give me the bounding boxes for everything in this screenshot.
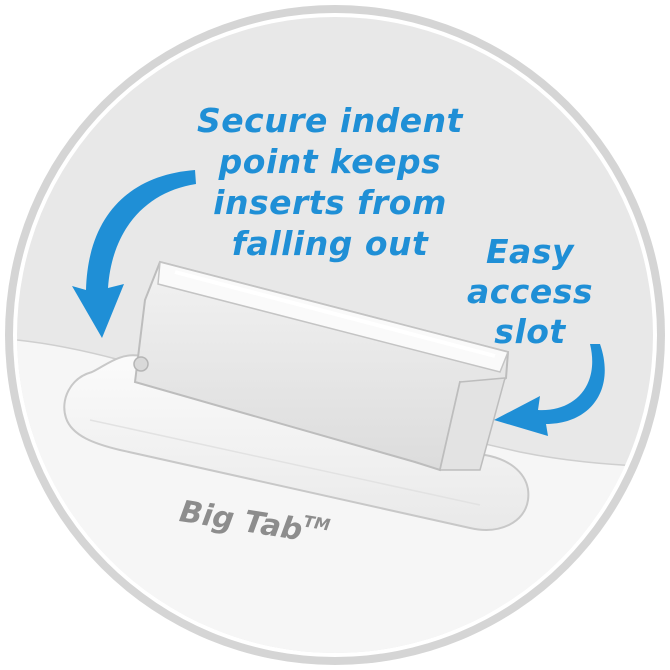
access-slot-callout: Easy access slot <box>455 232 605 352</box>
callout-line: access <box>466 272 594 311</box>
callout-line: falling out <box>231 224 429 263</box>
callout-line: point keeps <box>218 142 442 181</box>
callout-line: inserts from <box>213 183 447 222</box>
callout-line: slot <box>494 312 566 351</box>
indent-point <box>133 356 149 372</box>
callout-line: Secure indent <box>197 101 463 140</box>
right-arrow-icon <box>494 344 605 436</box>
access-slot <box>439 377 507 471</box>
callout-line: Easy <box>486 232 574 271</box>
left-arrow-icon <box>72 170 196 338</box>
indent-point-callout: Secure indent point keeps inserts from f… <box>180 100 480 264</box>
trademark-mark: TM <box>302 511 332 535</box>
